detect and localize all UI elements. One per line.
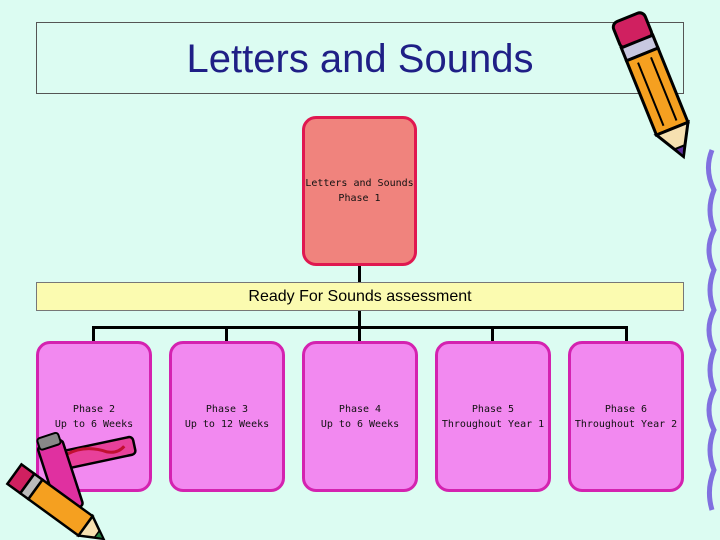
- phase-6-title: Phase 6: [604, 404, 648, 415]
- connector-drop-6: [625, 326, 628, 342]
- phase-5-title: Phase 5: [471, 404, 515, 415]
- phase-4-title: Phase 4: [338, 404, 382, 415]
- phase-6-duration: Throughout Year 2: [574, 419, 678, 430]
- assessment-banner-label: Ready For Sounds assessment: [248, 287, 472, 305]
- phase-5-box: Phase 5 Throughout Year 1: [435, 341, 551, 492]
- page-title: Letters and Sounds: [186, 36, 534, 81]
- phase-1-title: Letters and Sounds: [305, 178, 414, 189]
- phase-1-box: Letters and Sounds Phase 1: [302, 116, 417, 266]
- phase-1-text: Letters and Sounds Phase 1: [305, 176, 413, 206]
- title-box: Letters and Sounds: [36, 22, 684, 94]
- phase-2-title: Phase 2: [72, 404, 116, 415]
- phase-4-box: Phase 4 Up to 6 Weeks: [302, 341, 418, 492]
- phase-4-duration: Up to 6 Weeks: [320, 419, 400, 430]
- connector-drop-4: [358, 326, 361, 342]
- phase-2-duration: Up to 6 Weeks: [54, 419, 134, 430]
- connector-drop-5: [491, 326, 494, 342]
- assessment-banner: Ready For Sounds assessment: [36, 282, 684, 311]
- phase-3-box: Phase 3 Up to 12 Weeks: [169, 341, 285, 492]
- connector-mid: [358, 311, 361, 328]
- phase-5-duration: Throughout Year 1: [441, 419, 545, 430]
- squiggle-decoration: [706, 149, 717, 511]
- phase-6-box: Phase 6 Throughout Year 2: [568, 341, 684, 492]
- phase-3-duration: Up to 12 Weeks: [184, 419, 270, 430]
- connector-drop-2: [92, 326, 95, 342]
- pencil-icon: [611, 11, 690, 160]
- connector-top: [358, 266, 361, 284]
- phase-3-title: Phase 3: [205, 404, 249, 415]
- phase-1-label: Phase 1: [338, 193, 381, 204]
- pencils-icon: [5, 431, 137, 540]
- connector-drop-3: [225, 326, 228, 342]
